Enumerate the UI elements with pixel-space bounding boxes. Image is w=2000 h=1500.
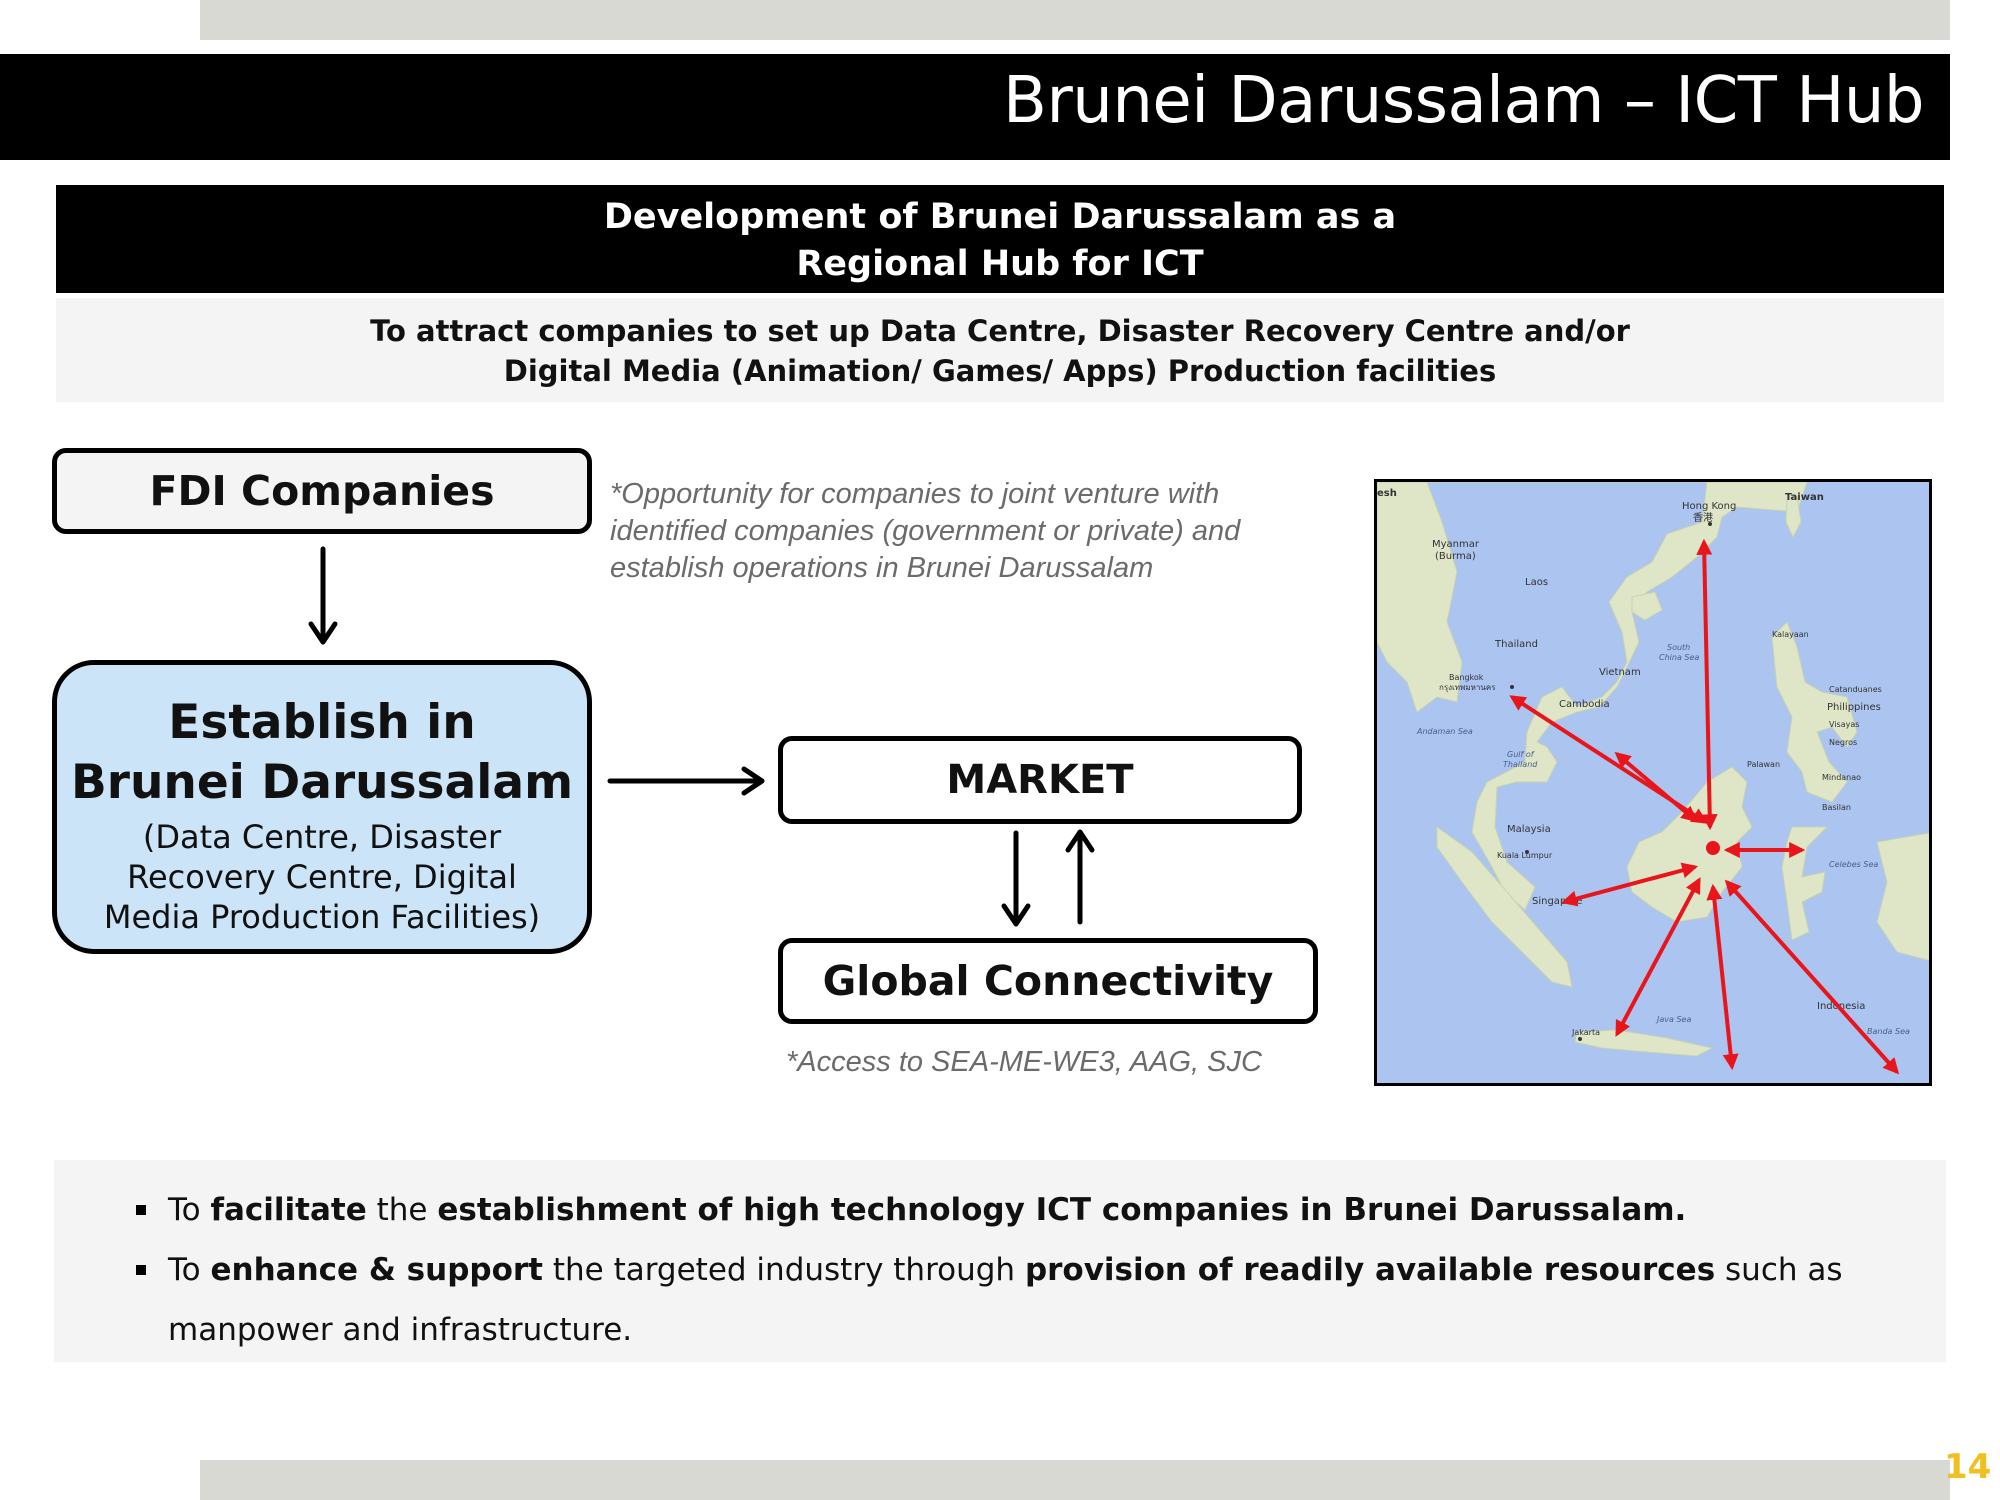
- map-label-south-china-1: South: [1667, 643, 1690, 652]
- papua-landmass: [1876, 832, 1929, 961]
- map-label-philippines: Philippines: [1827, 702, 1881, 713]
- mainland-landmass: [1377, 482, 1808, 911]
- subheading-line-1: Development of Brunei Darussalam as a: [603, 197, 1397, 237]
- global-connectivity-box: Global Connectivity: [778, 938, 1318, 1024]
- map-label-edge: esh: [1377, 488, 1397, 499]
- map-label-andaman-sea: Andaman Sea: [1416, 727, 1473, 736]
- bullet-1-text-2: the: [366, 1192, 438, 1228]
- subheading-line-2: Regional Hub for ICT: [796, 244, 1204, 284]
- route-to-gulf: [1614, 751, 1698, 823]
- bullet-2-text-1: To: [168, 1252, 211, 1288]
- map-label-java-sea: Java Sea: [1655, 1015, 1691, 1024]
- global-connectivity-note: *Access to SEA-ME-WE3, AAG, SJC: [786, 1046, 1262, 1078]
- bullet-item-2: To enhance & support the targeted indust…: [114, 1240, 1946, 1300]
- map-label-celebes-sea: Celebes Sea: [1829, 860, 1878, 869]
- market-box: MARKET: [778, 736, 1302, 824]
- bottom-decorative-strip: [200, 1460, 1950, 1500]
- establish-title-1: Establish in: [168, 695, 476, 750]
- bullet-2-text-2: the targeted industry through: [542, 1252, 1025, 1288]
- map-label-cambodia: Cambodia: [1559, 699, 1610, 710]
- map-label-malaysia: Malaysia: [1507, 824, 1551, 835]
- map-label-basilan: Basilan: [1822, 803, 1851, 812]
- subheading-banner: Development of Brunei Darussalam as a Re…: [56, 185, 1944, 293]
- philippines-islands: [1771, 621, 1858, 803]
- establish-sub-3: Media Production Facilities): [103, 898, 541, 936]
- goal-line-2: Digital Media (Animation/ Games/ Apps) P…: [503, 354, 1497, 388]
- southeast-asia-map: Hong Kong 香港 Taiwan Myanmar (Burma) Laos…: [1374, 479, 1932, 1086]
- bangkok-dot: [1510, 685, 1514, 689]
- map-label-visayas: Visayas: [1829, 720, 1859, 729]
- map-label-kalayaan: Kalayaan: [1772, 630, 1809, 639]
- map-svg: Hong Kong 香港 Taiwan Myanmar (Burma) Laos…: [1377, 482, 1929, 1075]
- map-label-gulf-1: Gulf of: [1507, 750, 1535, 759]
- map-label-mindanao: Mindanao: [1822, 773, 1861, 782]
- route-to-java-east: [1706, 883, 1739, 1071]
- bullet-item-1: To facilitate the establishment of high …: [114, 1180, 1946, 1240]
- establish-box: Establish in Brunei Darussalam (Data Cen…: [52, 660, 592, 954]
- hong-kong-dot: [1708, 522, 1712, 526]
- route-to-hong-kong: [1696, 538, 1718, 831]
- sulawesi-island: [1781, 826, 1829, 941]
- map-label-negros: Negros: [1829, 738, 1857, 747]
- fdi-note: *Opportunity for companies to joint vent…: [610, 476, 1310, 587]
- establish-sub-2: Recovery Centre, Digital: [127, 858, 517, 896]
- bullet-1-text-1: To: [168, 1192, 211, 1228]
- map-label-bangkok-local: กรุงเทพมหานคร: [1439, 683, 1496, 692]
- bullet-list: To facilitate the establishment of high …: [54, 1160, 1946, 1362]
- top-decorative-strip: [200, 0, 1950, 40]
- map-label-laos: Laos: [1525, 577, 1548, 588]
- bullet-1-bold-1: facilitate: [210, 1192, 367, 1228]
- title-bar: Brunei Darussalam – ICT Hub: [0, 54, 1950, 160]
- route-to-jakarta: [1615, 877, 1701, 1037]
- bullet-1-bold-2: establishment of high technology ICT com…: [437, 1192, 1687, 1228]
- map-label-taiwan: Taiwan: [1785, 492, 1824, 503]
- page-number: 14: [1944, 1447, 1992, 1487]
- map-label-kuala-lumpur: Kuala Lumpur: [1497, 851, 1553, 860]
- kuala-lumpur-dot: [1525, 850, 1529, 854]
- bullet-2-continuation: manpower and infrastructure.: [168, 1312, 633, 1348]
- bullet-2-bold-1: enhance & support: [210, 1252, 543, 1288]
- goal-line-1: To attract companies to set up Data Cent…: [370, 314, 1630, 348]
- map-label-jakarta: Jakarta: [1571, 1028, 1600, 1037]
- left-edge-landmass: [1377, 482, 1463, 713]
- map-label-hong-kong-local: 香港: [1693, 512, 1713, 524]
- goal-statement: To attract companies to set up Data Cent…: [56, 298, 1944, 402]
- map-label-thailand: Thailand: [1494, 639, 1538, 650]
- route-to-banda: [1724, 879, 1900, 1075]
- fdi-companies-box: FDI Companies: [52, 448, 592, 534]
- fdi-note-line-1: *Opportunity for companies to joint vent…: [610, 478, 1220, 510]
- jakarta-dot: [1578, 1037, 1582, 1041]
- bullet-marker: [136, 1205, 146, 1215]
- map-label-gulf-2: Thailand: [1503, 760, 1538, 769]
- map-label-burma: (Burma): [1435, 551, 1476, 562]
- fdi-note-line-2: identified companies (government or priv…: [610, 515, 1241, 547]
- establish-title-2: Brunei Darussalam: [70, 755, 574, 810]
- hainan-island: [1631, 591, 1663, 621]
- map-label-vietnam: Vietnam: [1599, 667, 1641, 678]
- bullet-marker: [136, 1265, 146, 1275]
- brunei-location-marker: [1706, 841, 1720, 855]
- bullet-2-bold-2: provision of readily available resources: [1024, 1252, 1716, 1288]
- fdi-note-line-3: establish operations in Brunei Darussala…: [610, 552, 1154, 584]
- map-label-banda-sea: Banda Sea: [1867, 1027, 1910, 1036]
- map-label-catanduanes: Catanduanes: [1829, 685, 1882, 694]
- taiwan-island: [1785, 495, 1802, 539]
- establish-sub-1: (Data Centre, Disaster: [142, 818, 502, 856]
- map-label-bangkok: Bangkok: [1449, 673, 1484, 682]
- map-label-hong-kong: Hong Kong: [1682, 501, 1736, 512]
- sumatra-island: [1436, 826, 1573, 988]
- map-label-singapore: Singapore: [1532, 896, 1582, 907]
- slide-title: Brunei Darussalam – ICT Hub: [1003, 64, 1924, 138]
- map-label-myanmar: Myanmar: [1432, 539, 1480, 550]
- map-label-south-china-2: China Sea: [1659, 653, 1699, 662]
- map-label-palawan: Palawan: [1747, 760, 1780, 769]
- bullet-2-text-3: such as: [1715, 1252, 1843, 1288]
